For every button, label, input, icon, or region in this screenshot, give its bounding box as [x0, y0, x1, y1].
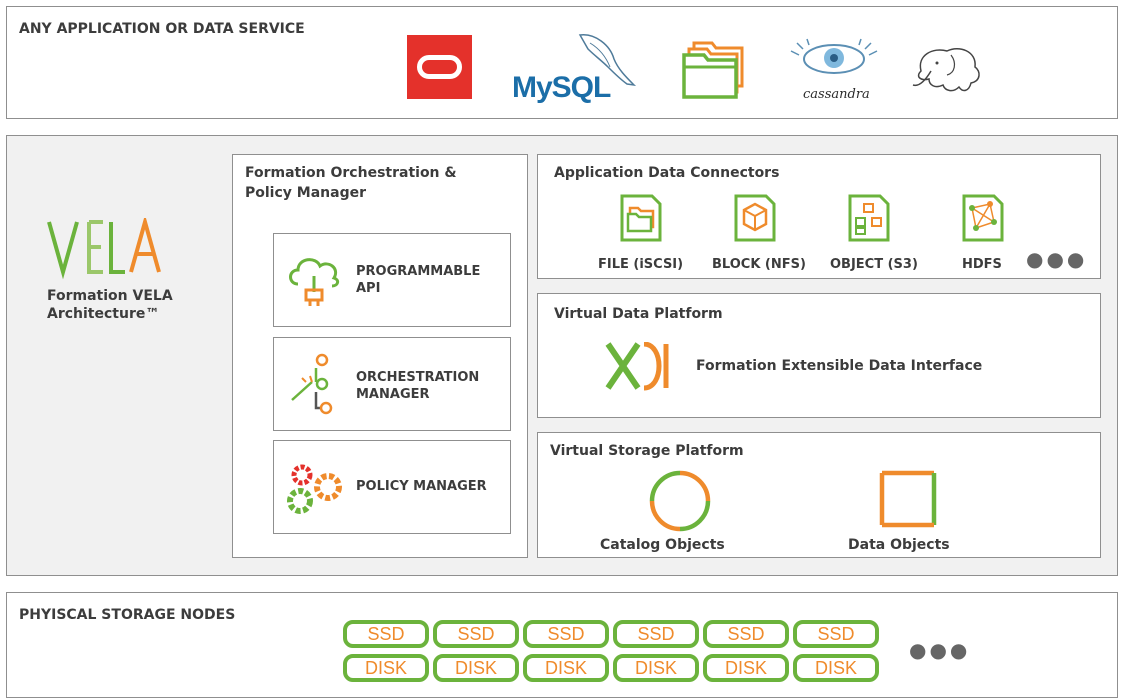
- object-connector-icon: [846, 192, 892, 244]
- ssd-1: SSD: [343, 620, 429, 648]
- disk-6: DISK: [793, 654, 879, 682]
- connectors-more-icon: ●●●: [1026, 247, 1088, 271]
- connector-block-label: BLOCK (NFS): [712, 257, 806, 272]
- physical-storage-panel: PHYISCAL STORAGE NODES SSD SSD SSD SSD S…: [6, 592, 1118, 698]
- gears-icon: [284, 459, 348, 519]
- xdi-logo: [604, 342, 674, 392]
- vela-caption-line2: Architecture™: [47, 306, 160, 322]
- virtual-storage-platform-box: Virtual Storage Platform Catalog Objects…: [537, 432, 1101, 558]
- xdi-label: Formation Extensible Data Interface: [696, 358, 983, 374]
- files-icon: [682, 39, 748, 99]
- vela-caption-line1: Formation VELA: [47, 288, 173, 304]
- file-connector-icon: [618, 192, 664, 244]
- data-objects-icon: [878, 469, 938, 529]
- orchestration-policy-box: Formation Orchestration & Policy Manager…: [232, 154, 528, 558]
- cassandra-logo: cassandra: [789, 37, 879, 107]
- policy-manager-card: POLICY MANAGER: [273, 440, 511, 534]
- cloud-plug-icon: [284, 250, 344, 310]
- disk-4: DISK: [613, 654, 699, 682]
- orchestration-manager-line2: MANAGER: [356, 387, 430, 402]
- applications-panel: ANY APPLICATION OR DATA SERVICE MySQL: [6, 6, 1118, 119]
- disk-5: DISK: [703, 654, 789, 682]
- orchestration-manager-line1: ORCHESTRATION: [356, 370, 480, 385]
- vsp-title: Virtual Storage Platform: [550, 443, 744, 459]
- formation-architecture-panel: Formation VELA Architecture™ Formation O…: [6, 135, 1118, 576]
- vdp-title: Virtual Data Platform: [554, 306, 723, 322]
- oracle-logo: [407, 35, 472, 99]
- application-data-connectors-box: Application Data Connectors: [537, 154, 1101, 279]
- connector-object-label: OBJECT (S3): [830, 257, 918, 272]
- applications-title: ANY APPLICATION OR DATA SERVICE: [19, 21, 305, 37]
- programmable-api-line1: PROGRAMMABLE: [356, 264, 481, 279]
- programmable-api-line2: API: [356, 281, 381, 296]
- programmable-api-card: PROGRAMMABLE API: [273, 233, 511, 327]
- hadoop-elephant-logo: [907, 41, 987, 101]
- ssd-4: SSD: [613, 620, 699, 648]
- ssd-2: SSD: [433, 620, 519, 648]
- catalog-objects-label: Catalog Objects: [600, 537, 725, 553]
- connectors-title: Application Data Connectors: [554, 165, 780, 181]
- storage-more-icon: ●●●: [909, 638, 971, 662]
- hdfs-connector-icon: [960, 192, 1006, 244]
- ssd-3: SSD: [523, 620, 609, 648]
- mysql-text: MySQL: [512, 71, 611, 104]
- connector-hdfs-label: HDFS: [962, 257, 1002, 272]
- disk-3: DISK: [523, 654, 609, 682]
- storage-title: PHYISCAL STORAGE NODES: [19, 607, 236, 623]
- ssd-5: SSD: [703, 620, 789, 648]
- catalog-objects-icon: [648, 469, 712, 533]
- disk-1: DISK: [343, 654, 429, 682]
- mysql-logo: MySQL: [510, 27, 640, 107]
- virtual-data-platform-box: Virtual Data Platform Formation Extensib…: [537, 293, 1101, 418]
- cassandra-text: cassandra: [803, 87, 870, 102]
- orchestration-title-line1: Formation Orchestration &: [245, 165, 457, 181]
- policy-manager-label: POLICY MANAGER: [356, 479, 487, 494]
- orchestration-title-line2: Policy Manager: [245, 185, 366, 201]
- vela-logo: [45, 218, 165, 280]
- orchestration-manager-card: ORCHESTRATION MANAGER: [273, 337, 511, 431]
- connector-file-label: FILE (iSCSI): [598, 257, 684, 272]
- block-connector-icon: [732, 192, 778, 244]
- ssd-6: SSD: [793, 620, 879, 648]
- data-objects-label: Data Objects: [848, 537, 950, 553]
- storage-nodes-grid: SSD SSD SSD SSD SSD SSD DISK DISK DISK D…: [343, 620, 883, 686]
- orchestration-flow-icon: [286, 352, 342, 418]
- disk-2: DISK: [433, 654, 519, 682]
